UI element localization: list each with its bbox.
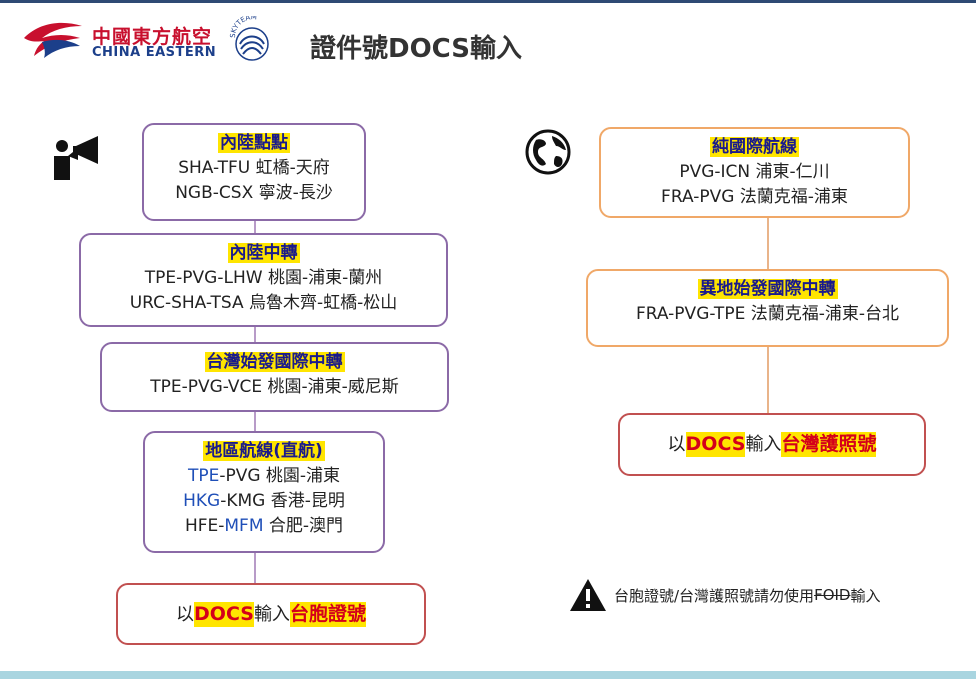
foid-struck-text: FOID [814, 586, 851, 604]
regional-direct-box: 地區航線(直航) TPE-PVG 桃園-浦東 HKG-KMG 香港-昆明 HFE… [143, 431, 385, 553]
warning-suffix: 輸入 [850, 586, 881, 605]
airport-code: HKG [183, 491, 221, 511]
route-line: HFE-MFM 合肥-澳門 [145, 514, 383, 539]
box-title: 異地始發國際中轉 [697, 279, 838, 299]
globe-icon [524, 128, 572, 180]
route-line: FRA-PVG 法蘭克福-浦東 [661, 187, 848, 207]
box-title: 純國際航線 [710, 137, 799, 157]
warning-icon [570, 579, 606, 611]
route-rest: -KMG 香港-昆明 [220, 491, 345, 511]
id-type-label: 台胞證號 [289, 601, 366, 627]
skyteam-text: SKYTEAM [229, 16, 257, 38]
result-prefix: 以 [176, 603, 195, 625]
route-line: FRA-PVG-TPE 法蘭克福-浦東-台北 [636, 304, 899, 324]
svg-text:SKYTEAM: SKYTEAM [229, 16, 257, 38]
docs-label: DOCS [194, 601, 254, 627]
route-line: SHA-TFU 虹橋-天府 [178, 158, 330, 178]
domestic-point-to-point-box: 內陸點點 SHA-TFU 虹橋-天府 NGB-CSX 寧波-長沙 [142, 123, 366, 221]
route-line: TPE-PVG-LHW 桃園-浦東-蘭州 [144, 268, 383, 288]
airport-code: MFM [224, 516, 264, 536]
result-mid: 輸入 [745, 434, 782, 455]
route-line: TPE-PVG 桃園-浦東 [145, 464, 383, 489]
route-rest: 合肥-澳門 [263, 516, 344, 536]
box-title: 內陸中轉 [227, 243, 300, 263]
route-line: NGB-CSX 寧波-長沙 [175, 183, 333, 203]
warning-text: 台胞證號/台灣護照號請勿使用 [614, 586, 815, 605]
taiwan-origin-intl-transfer-box: 台灣始發國際中轉 TPE-PVG-VCE 桃園-浦東-威尼斯 [100, 342, 449, 412]
box-title: 內陸點點 [218, 133, 290, 153]
other-origin-intl-transfer-box: 異地始發國際中轉 FRA-PVG-TPE 法蘭克福-浦東-台北 [586, 269, 949, 347]
result-mid: 輸入 [253, 603, 290, 625]
bottom-border [0, 671, 976, 679]
route-prefix: HFE- [184, 516, 225, 536]
route-rest: -PVG 桃園-浦東 [219, 466, 341, 486]
box-title: 台灣始發國際中轉 [204, 352, 345, 372]
skyteam-logo-icon: SKYTEAM [229, 16, 269, 61]
result-prefix: 以 [667, 434, 686, 455]
route-line: URC-SHA-TSA 烏魯木齊-虹橋-松山 [129, 293, 398, 313]
china-eastern-logo: 中國東方航空 CHINA EASTERN SKYTEAM [22, 12, 282, 70]
id-type-label: 台灣護照號 [781, 432, 877, 457]
page-title: 證件號DOCS輸入 [310, 34, 522, 64]
route-line: TPE-PVG-VCE 桃園-浦東-威尼斯 [150, 377, 399, 397]
pure-international-box: 純國際航線 PVG-ICN 浦東-仁川 FRA-PVG 法蘭克福-浦東 [599, 127, 910, 218]
box-title: 地區航線(直航) [203, 441, 325, 461]
logo-english-text: CHINA EASTERN [92, 45, 217, 60]
route-line: HKG-KMG 香港-昆明 [145, 489, 383, 514]
docs-label: DOCS [685, 432, 746, 457]
domestic-transfer-box: 內陸中轉 TPE-PVG-LHW 桃園-浦東-蘭州 URC-SHA-TSA 烏魯… [79, 233, 448, 327]
route-line: PVG-ICN 浦東-仁川 [679, 162, 830, 182]
megaphone-person-icon [50, 132, 102, 186]
top-border [0, 0, 976, 3]
airport-code: TPE [187, 466, 220, 486]
swallow-logo-icon [24, 22, 82, 58]
logo-chinese-text: 中國東方航空 [92, 26, 213, 48]
